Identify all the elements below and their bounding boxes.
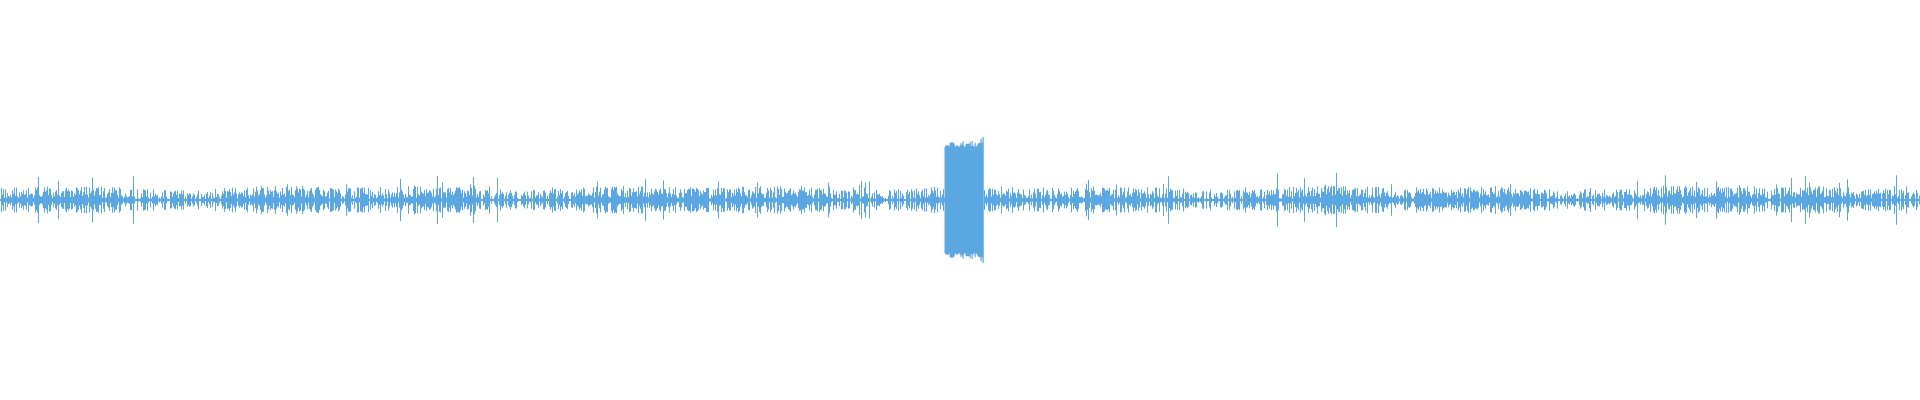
- waveform-loud-segment: [944, 146, 983, 254]
- waveform-bars: [0, 172, 1920, 228]
